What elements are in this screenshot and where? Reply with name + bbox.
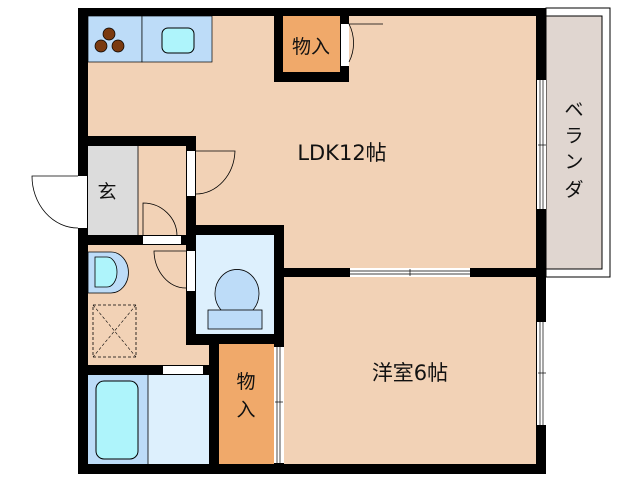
door-swing-icon: [31, 175, 79, 229]
balcony: [545, 7, 611, 278]
western-window[interactable]: [537, 322, 546, 425]
western-sliding-door[interactable]: [350, 268, 470, 277]
storage-mid-sliding-door[interactable]: [274, 347, 284, 463]
storage-mid-label-2: 入: [236, 399, 255, 421]
balcony-label-1: ベ: [564, 99, 583, 121]
ldk-door[interactable]: [187, 151, 195, 196]
stove-burner-icon: [111, 39, 125, 53]
washing-machine-space-icon: [92, 304, 137, 358]
room-western: [284, 277, 536, 464]
door-swing-icon: [195, 150, 236, 195]
stove-burner-icon: [94, 39, 108, 53]
entrance-door[interactable]: [78, 176, 87, 228]
room-storage-mid: [219, 344, 274, 464]
toilet-icon: [214, 269, 260, 312]
bath-door[interactable]: [163, 366, 203, 374]
storage-top-door[interactable]: [341, 24, 349, 66]
sink-icon: [161, 27, 195, 54]
entrance-top-wall: [78, 136, 196, 146]
toilet-door[interactable]: [187, 251, 195, 291]
balcony-label-3: ン: [564, 151, 583, 173]
kitchen-counter: [87, 15, 213, 63]
ldk-label: LDK12帖: [297, 141, 386, 165]
door-swing-icon: [142, 202, 178, 237]
balcony-label-2: ラ: [564, 125, 583, 147]
door-swing-icon: [153, 250, 187, 289]
ldk-balcony-window[interactable]: [537, 80, 546, 209]
wash-door[interactable]: [143, 236, 181, 244]
bath-top-wall: [78, 365, 218, 375]
balcony-label-4: ダ: [564, 179, 583, 201]
wash-top-wall: [78, 235, 196, 245]
hall: [138, 146, 186, 235]
door-swing-icon: [348, 23, 383, 63]
entrance-label: 玄: [97, 181, 116, 203]
room-storage-top: [283, 16, 340, 72]
stove-burner-icon: [102, 27, 116, 41]
western-room-label: 洋室6帖: [372, 361, 448, 385]
bathtub-icon: [95, 380, 139, 460]
storage-mid-label-1: 物: [236, 371, 255, 393]
room-entrance: [88, 146, 138, 235]
room-bath: [148, 375, 210, 464]
storage-top-label: 物入: [292, 36, 330, 58]
